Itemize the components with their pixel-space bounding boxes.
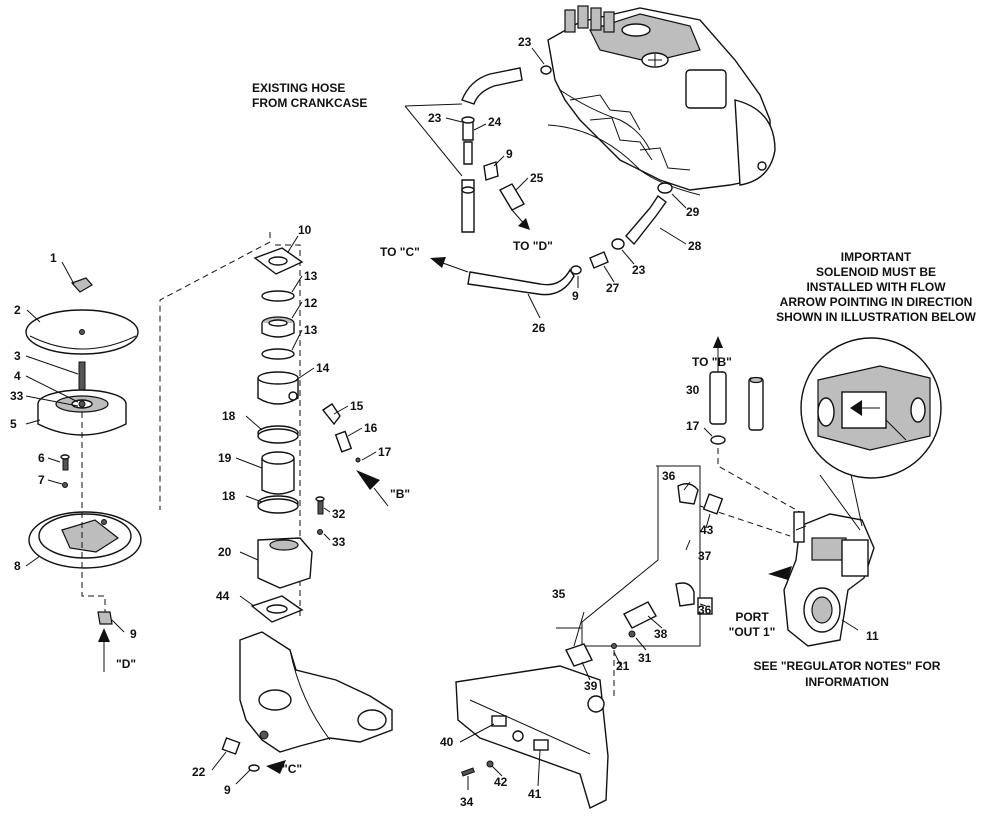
note-regulator-line2: INFORMATION bbox=[805, 675, 889, 689]
note-port-line2: "OUT 1" bbox=[729, 625, 776, 639]
callout-32: 32 bbox=[332, 507, 346, 521]
callout-9c: 9 bbox=[572, 289, 579, 303]
note-existing-hose-line2: FROM CRANKCASE bbox=[252, 96, 367, 110]
callout-25: 25 bbox=[530, 171, 544, 185]
callout-43: 43 bbox=[700, 523, 714, 537]
label-ref-c: "C" bbox=[282, 762, 302, 776]
label-ref-d: "D" bbox=[116, 657, 136, 671]
callout-41: 41 bbox=[528, 787, 542, 801]
callout-16: 16 bbox=[364, 421, 378, 435]
callout-19: 19 bbox=[218, 451, 232, 465]
wing-nut bbox=[70, 277, 93, 293]
callout-23a: 23 bbox=[518, 35, 532, 49]
callout-27: 27 bbox=[606, 281, 620, 295]
callout-42: 42 bbox=[494, 775, 508, 789]
callout-12: 12 bbox=[304, 296, 318, 310]
callout-39: 39 bbox=[584, 679, 598, 693]
callout-15: 15 bbox=[350, 399, 364, 413]
callout-33b: 33 bbox=[332, 535, 346, 549]
mixer-assembly bbox=[159, 232, 393, 772]
callout-9d: 9 bbox=[224, 783, 231, 797]
arrow-d bbox=[98, 628, 110, 642]
callout-3: 3 bbox=[14, 349, 21, 363]
label-to-c: TO "C" bbox=[380, 245, 420, 259]
note-port-line1: PORT bbox=[735, 610, 769, 624]
regulator-assembly bbox=[699, 336, 942, 647]
callout-9a: 9 bbox=[130, 627, 137, 641]
callout-20: 20 bbox=[218, 545, 232, 559]
label-to-b: TO "B" bbox=[692, 355, 732, 369]
callout-7: 7 bbox=[38, 473, 45, 487]
note-regulator-line1: SEE "REGULATOR NOTES" FOR bbox=[754, 659, 941, 673]
callout-11: 11 bbox=[866, 629, 879, 643]
callout-36a: 36 bbox=[662, 469, 676, 483]
callout-36b: 36 bbox=[698, 603, 712, 617]
callout-17a: 17 bbox=[378, 445, 392, 459]
note-important-line1: IMPORTANT bbox=[841, 250, 912, 264]
frame-rail bbox=[455, 665, 609, 810]
callout-40: 40 bbox=[440, 735, 454, 749]
callout-37: 37 bbox=[698, 549, 712, 563]
callout-23b: 23 bbox=[428, 111, 442, 125]
callout-18b: 18 bbox=[222, 489, 236, 503]
hose-assembly bbox=[404, 65, 673, 296]
intake-manifold bbox=[239, 631, 393, 753]
callout-18a: 18 bbox=[222, 409, 236, 423]
callout-13a: 13 bbox=[304, 269, 318, 283]
callout-13b: 13 bbox=[304, 323, 318, 337]
callout-30: 30 bbox=[686, 383, 700, 397]
label-to-d: TO "D" bbox=[513, 239, 553, 253]
note-important-line3: INSTALLED WITH FLOW bbox=[806, 280, 946, 294]
callout-17b: 17 bbox=[686, 419, 700, 433]
callout-44: 44 bbox=[216, 589, 230, 603]
callout-numbers: 1 2 3 4 33 5 6 7 8 9 10 13 12 13 14 15 1… bbox=[10, 35, 879, 809]
note-existing-hose-line1: EXISTING HOSE bbox=[252, 81, 345, 95]
fittings-assembly bbox=[543, 465, 724, 700]
air-cleaner-assembly bbox=[25, 277, 142, 625]
callout-34: 34 bbox=[460, 795, 474, 809]
callout-22: 22 bbox=[192, 765, 206, 779]
callout-23c: 23 bbox=[632, 263, 646, 277]
note-important-line5: SHOWN IN ILLUSTRATION BELOW bbox=[776, 310, 976, 324]
note-important-line4: ARROW POINTING IN DIRECTION bbox=[780, 295, 973, 309]
callout-26: 26 bbox=[532, 321, 546, 335]
callout-6: 6 bbox=[38, 451, 45, 465]
callout-33a: 33 bbox=[10, 389, 24, 403]
arrow-c bbox=[266, 760, 286, 774]
callout-38: 38 bbox=[654, 627, 668, 641]
callout-4: 4 bbox=[14, 369, 21, 383]
callout-35: 35 bbox=[552, 587, 566, 601]
callout-2: 2 bbox=[14, 303, 21, 317]
callout-14: 14 bbox=[316, 361, 330, 375]
arrow-b bbox=[356, 470, 380, 490]
callout-8: 8 bbox=[14, 559, 21, 573]
callout-5: 5 bbox=[10, 417, 17, 431]
callout-9b: 9 bbox=[506, 147, 513, 161]
callout-24: 24 bbox=[488, 115, 502, 129]
callout-29: 29 bbox=[686, 205, 700, 219]
label-ref-b: "B" bbox=[390, 487, 410, 501]
callout-28: 28 bbox=[688, 239, 702, 253]
note-important-line2: SOLENOID MUST BE bbox=[816, 265, 936, 279]
engine-block bbox=[547, 5, 776, 196]
leader-lines bbox=[25, 47, 859, 790]
callout-1: 1 bbox=[50, 251, 57, 265]
callout-10: 10 bbox=[298, 223, 312, 237]
callout-21: 21 bbox=[616, 659, 630, 673]
callout-31: 31 bbox=[638, 651, 652, 665]
